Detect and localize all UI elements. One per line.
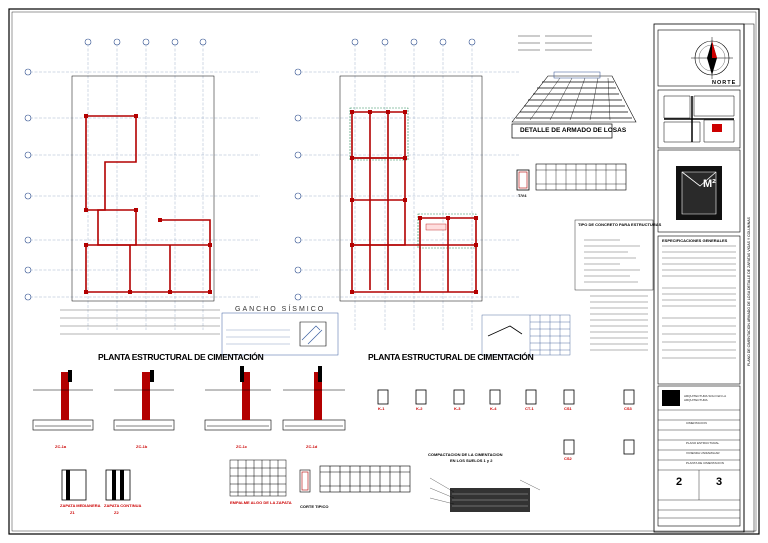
title-block-row-4: CIMENTACION — [686, 421, 707, 425]
zapata-z2-id: Z2 — [114, 510, 119, 515]
left-foundation-plan — [24, 38, 260, 335]
column-id-4: K-4 — [490, 406, 497, 411]
column-sections — [377, 389, 635, 455]
vertical-strip-text: PLANO DE CIMENTACION ARMADO DE LOSA DETA… — [747, 217, 751, 366]
plan-title-left: PLANTA ESTRUCTURAL DE CIMENTACIÓN — [98, 352, 264, 362]
mesh-detail — [229, 459, 287, 497]
title-block-project: ARQUITECTURA SOLO EN LA ARQUITECTURA — [684, 394, 727, 402]
title-block-rows — [658, 409, 740, 519]
north-label: NORTE — [712, 80, 737, 86]
losa-detail — [511, 35, 637, 191]
compactacion-subtitle: EN LOS SUELOS 1 y 2 — [450, 458, 493, 463]
especificaciones-title: ESPECIFICACIONES GENERALES — [662, 238, 728, 243]
plan-title-right: PLANTA ESTRUCTURAL DE CIMENTACIÓN — [368, 352, 534, 362]
logo-icon — [676, 166, 722, 220]
column-id-1: K-1 — [378, 406, 385, 411]
section-id-4: ZC-1d — [306, 444, 318, 449]
logo-text: M² — [703, 178, 716, 190]
column-id-3: K-3 — [454, 406, 461, 411]
viga-label: T/V4 — [518, 193, 527, 198]
column-id-6: CS1 — [564, 406, 572, 411]
right-foundation-plan — [294, 38, 520, 330]
zapata-plan-views — [61, 469, 131, 501]
column-id-2: K-2 — [416, 406, 423, 411]
column-id-8: CS2 — [564, 456, 572, 461]
location-map — [663, 95, 735, 143]
sheet-number-left: 2 — [676, 476, 683, 488]
sheet-number-right: 3 — [716, 476, 723, 488]
zapata-z1-name: ZAPATA MEDIANERA — [60, 503, 101, 508]
zapata-z2-name: ZAPATA CONTINUA — [104, 503, 142, 508]
section-id-3: ZC-1c — [236, 444, 248, 449]
north-arrow-icon — [691, 37, 733, 79]
zapata-z1-id: Z1 — [70, 510, 75, 515]
tipo-concreto-title: TIPO DE CONCRETO PARA ESTRUCTURAS — [578, 222, 662, 227]
column-id-7: CS3 — [624, 406, 632, 411]
zapata-detail-label: EMPALME ALGO DE LA ZAPATA — [230, 500, 292, 505]
zapata-sections — [32, 366, 346, 431]
title-block-row-1: PLANO ESTRUCTURAL — [686, 441, 720, 445]
compactacion-title: COMPACTACION DE LA CIMENTACION — [428, 452, 503, 457]
title-block-frame — [653, 23, 755, 533]
title-block-row-2: VIVIENDA UNIFAMILIAR — [686, 451, 720, 455]
corte-label: CORTE TIPICO — [300, 504, 329, 509]
section-id-1: ZC-1a — [55, 444, 67, 449]
column-id-5: CT-1 — [525, 406, 534, 411]
losa-detail-title: DETALLE DE ARMADO DE LOSAS — [520, 127, 627, 134]
section-id-2: ZC-1b — [136, 444, 148, 449]
corte-detail — [299, 465, 411, 493]
title-block-row-3: PLANTA DE CIMENTACION — [686, 461, 724, 465]
compactacion-detail — [429, 477, 541, 512]
notes-area — [574, 219, 736, 359]
gancho-sismico-detail — [221, 312, 339, 356]
gancho-title: GANCHO SÍSMICO — [235, 306, 326, 313]
title-block-logo-icon — [662, 390, 680, 406]
schedule-table — [481, 314, 571, 356]
